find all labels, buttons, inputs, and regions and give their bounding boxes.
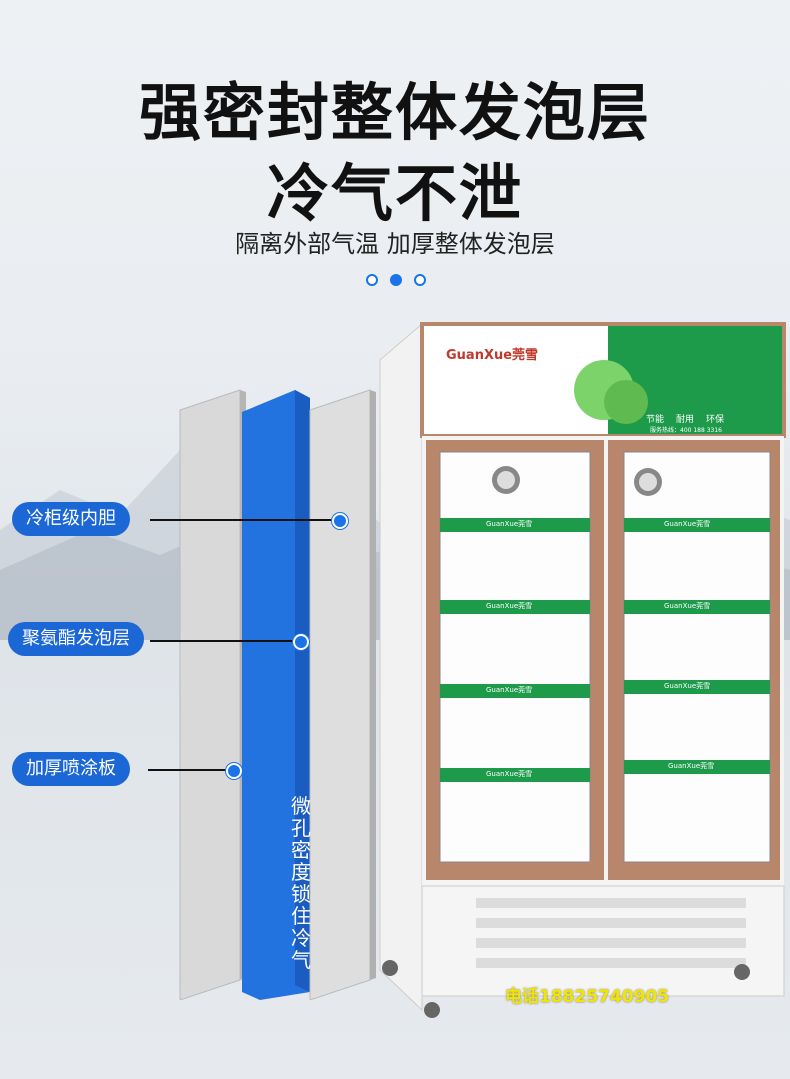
shelf-tag: GuanXue莞雪 xyxy=(668,762,715,770)
shelf-tag: GuanXue莞雪 xyxy=(486,520,533,528)
callout-line xyxy=(150,519,338,521)
headline-line-2: 冷气不泄 xyxy=(266,157,523,230)
shelf-tag: GuanXue莞雪 xyxy=(664,602,711,610)
shelf-tag: GuanXue莞雪 xyxy=(486,686,533,694)
callout-pin xyxy=(332,513,348,529)
tag-durable: 耐用 xyxy=(676,415,695,425)
fridge-brand: GuanXue莞雪 xyxy=(446,348,539,363)
dot-active xyxy=(390,274,402,286)
pagination-dots xyxy=(366,274,426,286)
label-inner-liner: 冷柜级内胆 xyxy=(12,502,130,536)
shelf-tag: GuanXue莞雪 xyxy=(664,520,711,528)
callout-pin xyxy=(293,634,309,650)
fridge-tags: 节能 耐用 环保 xyxy=(646,412,766,425)
headline-line-1: 强密封整体发泡层 xyxy=(138,76,651,149)
fridge-illustration xyxy=(379,322,786,1018)
callout-line xyxy=(148,769,230,771)
phone-number: 电话18825740905 xyxy=(505,987,670,1007)
label-spray-board: 加厚喷涂板 xyxy=(12,752,130,786)
callout-line xyxy=(150,640,300,642)
tag-energy: 节能 xyxy=(646,415,665,425)
insulation-layers-illustration xyxy=(179,389,376,1000)
foam-vertical-caption: 微孔密度锁住冷气 xyxy=(291,794,311,972)
dot xyxy=(366,274,378,286)
callout-pin xyxy=(226,763,242,779)
subtitle: 隔离外部气温 加厚整体发泡层 xyxy=(235,230,555,258)
shelf-tag: GuanXue莞雪 xyxy=(486,770,533,778)
label-foam-layer: 聚氨酯发泡层 xyxy=(8,622,144,656)
tag-eco: 环保 xyxy=(706,415,725,425)
fridge-service-line: 服务热线：400 188 3316 xyxy=(650,427,722,434)
dot xyxy=(414,274,426,286)
shelf-tag: GuanXue莞雪 xyxy=(664,682,711,690)
shelf-tag: GuanXue莞雪 xyxy=(486,602,533,610)
